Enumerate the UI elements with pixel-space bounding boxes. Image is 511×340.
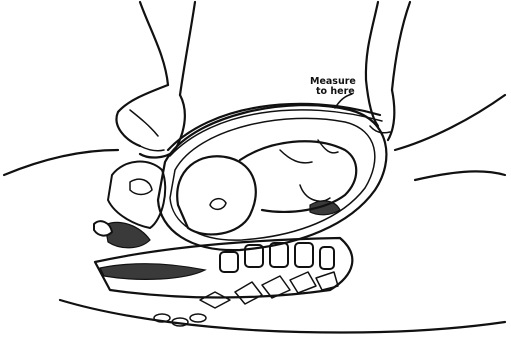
uterus	[158, 105, 386, 250]
right-hand	[366, 2, 410, 140]
annotation-label-line2: to here	[316, 86, 355, 97]
left-hand	[117, 2, 195, 157]
spine-vertebrae	[95, 238, 352, 326]
fetus	[177, 140, 356, 234]
